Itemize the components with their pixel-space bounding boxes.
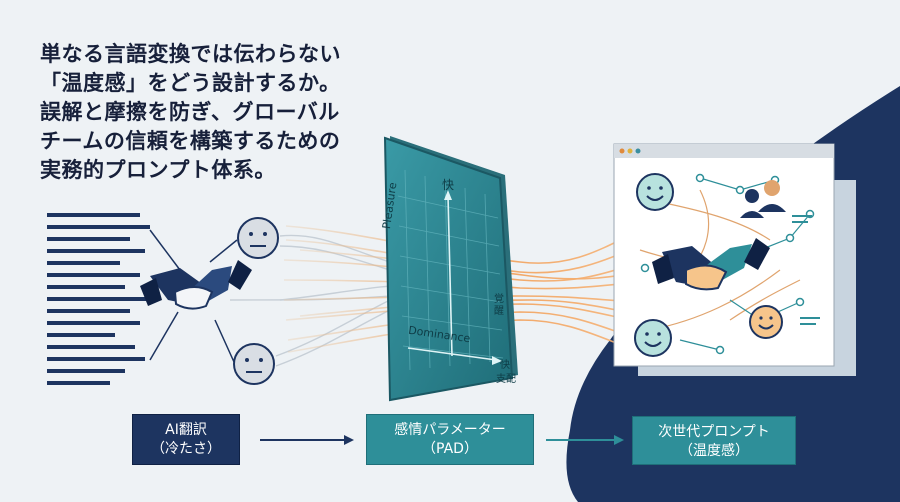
stage-subtitle: （PAD） [422, 441, 478, 457]
corner-mark-2: 支配 [496, 374, 516, 385]
stage-title: 次世代プロンプト [658, 424, 770, 440]
headline-line: 誤解と摩擦を防ぎ、グローバル [40, 100, 340, 124]
headline-line: 単なる言語変換では伝わらない [40, 42, 341, 66]
stage-next-gen-prompt: 次世代プロンプト （温度感） [632, 416, 796, 465]
headline-line: チームの信頼を構築するための [40, 129, 341, 153]
text-lines-icon [47, 213, 150, 385]
stage-ai-translation: AI翻訳 （冷たさ） [132, 414, 240, 465]
happy-face-icon [749, 305, 783, 339]
neutral-face-icon [237, 217, 279, 259]
pleasure-top-mark: 快 [442, 178, 455, 192]
flow-arrow [546, 435, 624, 445]
headline: 単なる言語変換では伝わらない 「温度感」をどう設計するか。 誤解と摩擦を防ぎ、グ… [40, 40, 380, 185]
neutral-face-icon [233, 343, 275, 385]
handshake-icon-left [140, 260, 252, 310]
flow-arrow [260, 435, 354, 445]
happy-face-icon [634, 319, 672, 357]
stage-title: AI翻訳 [165, 422, 207, 438]
stage-subtitle: （冷たさ） [151, 441, 221, 457]
arousal-mark-1: 覚 [494, 294, 504, 305]
stage-title: 感情パラメーター [394, 422, 506, 438]
headline-line: 実務的プロンプト体系。 [40, 158, 276, 182]
stage-subtitle: （温度感） [679, 443, 749, 459]
people-icon [740, 180, 786, 218]
pad-panel [383, 136, 518, 402]
pleasure-axis [447, 195, 453, 357]
connector-lines [149, 229, 238, 363]
happy-face-icon [636, 173, 674, 211]
arousal-mark-2: 醒 [494, 306, 504, 317]
handshake-icon-right [652, 238, 770, 291]
corner-mark-1: 快 [500, 360, 510, 371]
headline-line: 「温度感」をどう設計するか。 [40, 71, 341, 95]
mini-text-lines [792, 215, 820, 325]
dominance-axis [407, 347, 497, 361]
stage-emotion-parameters: 感情パラメーター （PAD） [366, 414, 534, 465]
